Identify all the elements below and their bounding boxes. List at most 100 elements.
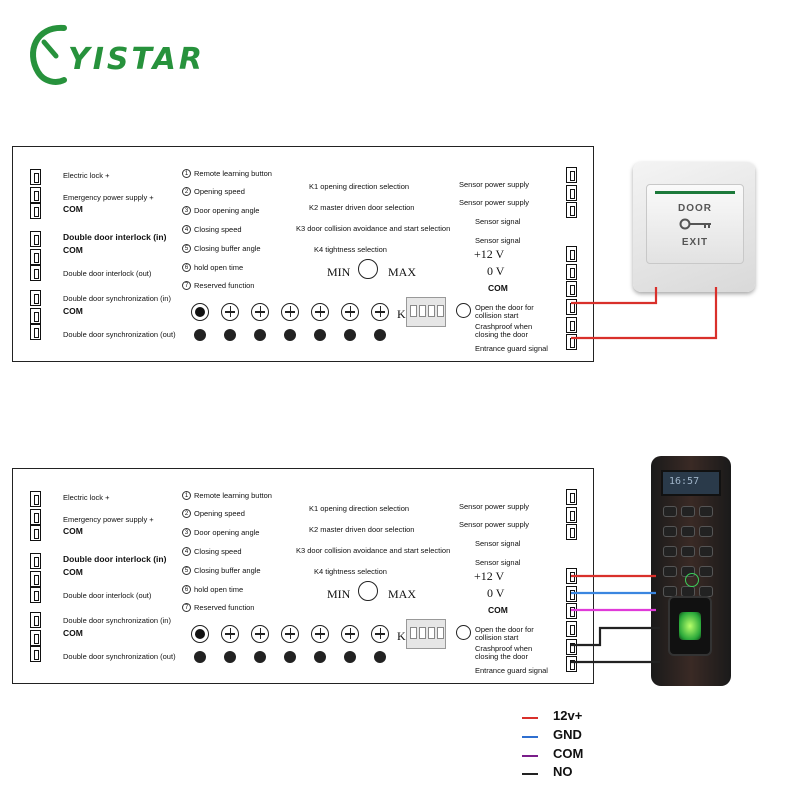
function-label: Door opening angle: [194, 206, 260, 215]
terminal: [566, 489, 577, 505]
collision-button[interactable]: [456, 625, 471, 640]
label-sensor-signal: Sensor signal: [475, 236, 521, 245]
knob-number-badge: [284, 651, 296, 663]
legend-swatch: [522, 717, 538, 719]
tightness-knob[interactable]: [358, 581, 378, 601]
knob-4[interactable]: [281, 303, 299, 321]
label-entrance-guard: Entrance guard signal: [475, 344, 548, 353]
label-electric-lock: Electric lock +: [63, 493, 110, 502]
label-crashproof: Crashproof when closing the door: [475, 322, 533, 339]
knob-4[interactable]: [281, 625, 299, 643]
k-label: K: [397, 629, 406, 643]
function-number: 2: [182, 187, 191, 196]
terminal: [30, 587, 41, 603]
label-electric-lock: Electric lock +: [63, 171, 110, 180]
function-label: Closing speed: [194, 547, 242, 556]
label-sensor-power: Sensor power supply: [459, 502, 530, 511]
terminal: [566, 264, 577, 280]
knob-2[interactable]: [221, 303, 239, 321]
legend-label-no: NO: [553, 764, 573, 779]
wire-top-1: [571, 287, 658, 305]
dip-switch[interactable]: [406, 619, 446, 649]
knob-6[interactable]: [341, 303, 359, 321]
label-sync-out: Double door synchronization (out): [63, 330, 176, 339]
knob-number-badge: [254, 329, 266, 341]
knob-number-badge: [224, 329, 236, 341]
knob-5[interactable]: [311, 303, 329, 321]
label-interlock-in: Double door interlock (in): [63, 232, 167, 242]
label-12v: +12 V: [474, 569, 505, 583]
function-number: 3: [182, 528, 191, 537]
function-label: Reserved function: [194, 603, 255, 612]
knob-1[interactable]: [191, 625, 209, 643]
collision-button[interactable]: [456, 303, 471, 318]
min-label: MIN: [327, 265, 351, 279]
terminal: [30, 491, 41, 507]
reader-time: 16:57: [669, 476, 700, 487]
selection-k4: K4 tightness selection: [314, 567, 387, 576]
knob-5[interactable]: [311, 625, 329, 643]
knob-2[interactable]: [221, 625, 239, 643]
knob-6[interactable]: [341, 625, 359, 643]
label-sensor-signal: Sensor signal: [475, 539, 521, 548]
label-com: COM: [63, 567, 83, 577]
label-sync-out: Double door synchronization (out): [63, 652, 176, 661]
label-12v: +12 V: [474, 247, 505, 261]
function-label: Remote learning button: [194, 491, 272, 500]
terminal: [566, 246, 577, 262]
label-interlock-in: Double door interlock (in): [63, 554, 167, 564]
terminal: [30, 553, 41, 569]
function-number: 7: [182, 603, 191, 612]
controller-panel-top: Electric lock + Emergency power supply +…: [12, 146, 594, 362]
selection-k2: K2 master driven door selection: [309, 203, 415, 212]
terminal: [566, 281, 577, 297]
label-com: COM: [488, 283, 508, 293]
terminal: [30, 646, 41, 662]
terminal: [30, 203, 41, 219]
label-sync-in: Double door synchronization (in): [63, 294, 171, 303]
tightness-knob[interactable]: [358, 259, 378, 279]
dip-switch[interactable]: [406, 297, 446, 327]
label-open-collision: Open the door for collision start: [475, 625, 534, 642]
knob-number-badge: [344, 329, 356, 341]
function-number: 4: [182, 547, 191, 556]
door-exit-button[interactable]: DOOR EXIT: [633, 162, 755, 292]
terminal: [30, 308, 41, 324]
knob-number-badge: [284, 329, 296, 341]
brand-logo: YISTAR: [24, 22, 224, 88]
label-sensor-power: Sensor power supply: [459, 520, 530, 529]
reader-keypad[interactable]: [661, 504, 721, 604]
label-com: COM: [488, 605, 508, 615]
function-number: 1: [182, 491, 191, 500]
terminal: [566, 202, 577, 218]
wire-no-1: [571, 626, 660, 647]
knob-3[interactable]: [251, 625, 269, 643]
max-label: MAX: [388, 587, 417, 601]
key-icon: [679, 218, 711, 230]
wire-top-2: [571, 287, 718, 340]
function-number: 6: [182, 263, 191, 272]
selection-k4: K4 tightness selection: [314, 245, 387, 254]
terminal: [30, 612, 41, 628]
terminal: [566, 317, 577, 333]
terminal: [30, 169, 41, 185]
knob-1[interactable]: [191, 303, 209, 321]
label-com: COM: [63, 204, 83, 214]
function-label: Door opening angle: [194, 528, 260, 537]
knob-7[interactable]: [371, 625, 389, 643]
knob-7[interactable]: [371, 303, 389, 321]
logo-swoosh-icon: [30, 24, 67, 85]
k-label: K: [397, 307, 406, 321]
function-label: Closing speed: [194, 225, 242, 234]
label-com: COM: [63, 306, 83, 316]
exit-indicator-stripe: [655, 191, 735, 194]
knob-3[interactable]: [251, 303, 269, 321]
legend-label-com: COM: [553, 746, 584, 761]
knob-number-badge: [254, 651, 266, 663]
fingerprint-sensor[interactable]: [668, 596, 712, 656]
knob-number-badge: [194, 651, 206, 663]
label-interlock-out: Double door interlock (out): [63, 269, 152, 278]
exit-button-face: DOOR EXIT: [646, 184, 744, 264]
function-label: hold open time: [194, 263, 244, 272]
doorbell-icon[interactable]: [685, 573, 699, 587]
